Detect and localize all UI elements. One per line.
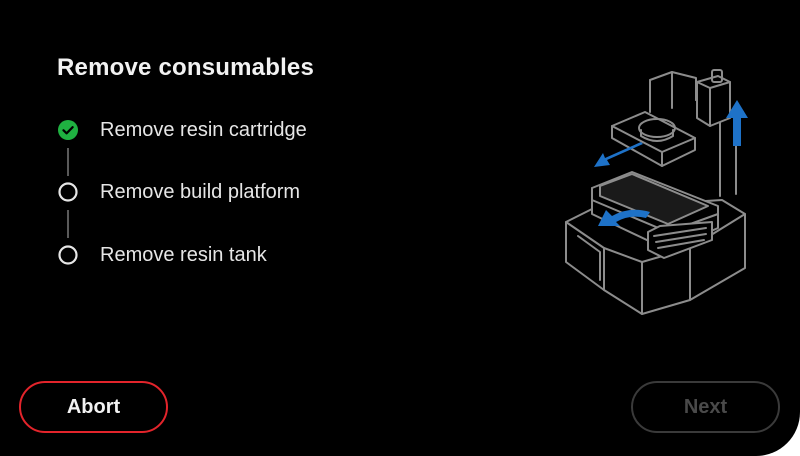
step-connector bbox=[67, 148, 69, 176]
step-remove-build-platform: Remove build platform bbox=[58, 181, 300, 203]
abort-button[interactable]: Abort bbox=[19, 381, 168, 433]
step-label: Remove resin tank bbox=[100, 243, 267, 266]
next-button[interactable]: Next bbox=[631, 381, 780, 433]
printer-illustration bbox=[565, 69, 748, 315]
empty-circle-icon bbox=[58, 182, 78, 202]
page-title: Remove consumables bbox=[57, 54, 315, 81]
step-label: Remove build platform bbox=[100, 180, 301, 203]
step-remove-resin-cartridge: Remove resin cartridge bbox=[58, 119, 307, 141]
check-circle-icon bbox=[58, 120, 78, 140]
step-connector bbox=[67, 210, 69, 238]
step-label: Remove resin cartridge bbox=[100, 118, 307, 141]
empty-circle-icon bbox=[58, 245, 78, 265]
remove-arrows bbox=[594, 100, 748, 226]
step-remove-resin-tank: Remove resin tank bbox=[58, 244, 267, 266]
